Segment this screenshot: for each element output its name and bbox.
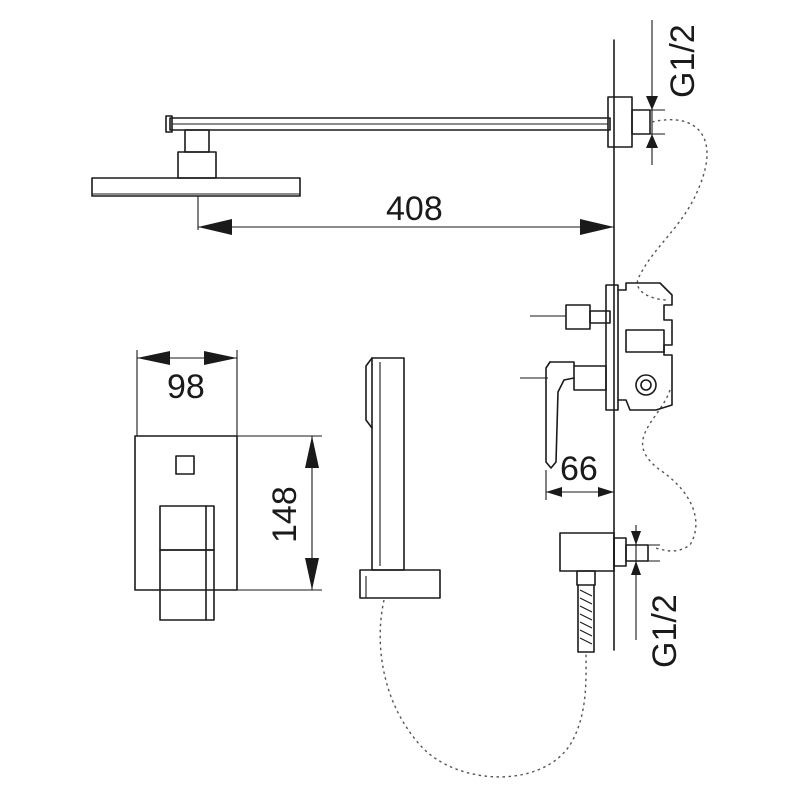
shower-arm xyxy=(165,115,611,133)
dimension-66: 66 xyxy=(545,450,614,500)
wall-outlet xyxy=(559,532,649,653)
dimension-148: 148 xyxy=(237,435,322,591)
dimension-top-thread-label: G1/2 xyxy=(664,24,702,98)
diverter-valve xyxy=(520,282,673,411)
dimension-66-label: 66 xyxy=(560,450,598,488)
dimension-98-label: 98 xyxy=(167,368,205,406)
mixer-lever xyxy=(545,361,607,469)
dimension-148-label: 148 xyxy=(266,486,304,543)
hand-shower xyxy=(359,357,441,599)
dimension-top-thread: G1/2 xyxy=(640,20,702,165)
mixer-wall-plate xyxy=(134,435,238,621)
shower-head xyxy=(91,129,301,230)
dimension-bottom-thread-label: G1/2 xyxy=(646,594,684,668)
dimension-98: 98 xyxy=(136,350,238,436)
dimension-bottom-thread: G1/2 xyxy=(628,525,684,668)
shower-hose xyxy=(379,599,587,778)
dimension-408-label: 408 xyxy=(386,190,443,228)
concealed-pipe xyxy=(636,119,708,552)
dimension-408: 408 xyxy=(198,190,614,235)
